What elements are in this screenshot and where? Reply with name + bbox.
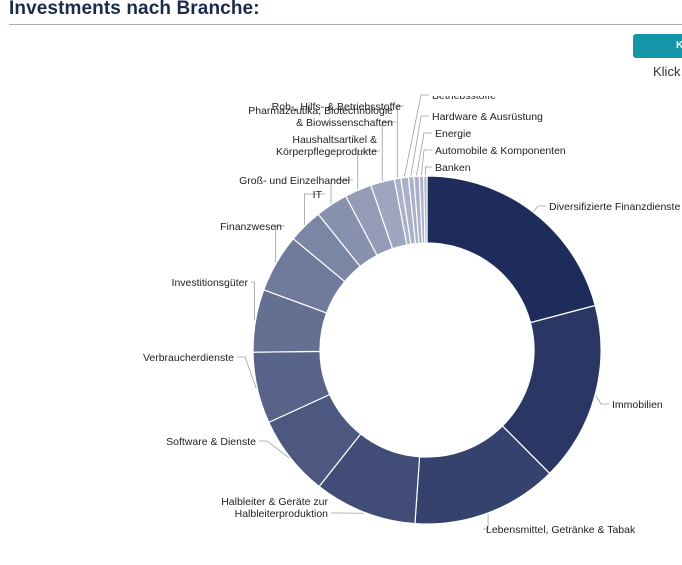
label-verbraucherdienste: Verbraucherdienste [143, 352, 234, 364]
leader-line-betriebsstoffe [404, 94, 429, 177]
leader-line-haushaltsartikel-korperpflegeprodukte [357, 150, 380, 190]
leader-line-diversifizierte-finanzdienste [533, 205, 546, 212]
label-software-dienste: Software & Dienste [166, 436, 256, 448]
leader-line-banken [424, 166, 432, 176]
leader-line-automobile-komponenten [421, 149, 432, 176]
label-investitionsguter: Investitionsgüter [172, 277, 249, 289]
label-roh-hilfs-betriebsstoffe: Roh-, Hilfs- & Betriebsstoffe [272, 101, 402, 113]
label-line: Automobile & Komponenten [435, 145, 566, 157]
label-line: Roh-, Hilfs- & Betriebsstoffe [272, 101, 402, 113]
leader-line-investitionsguter [251, 281, 255, 321]
leader-line-energie [416, 132, 432, 176]
label-pharmazeutika-biotechnologie-biowissenschaften: Pharmazeutika, Biotechnologie& Biowissen… [248, 105, 393, 129]
label-line: Investitionsgüter [172, 277, 249, 289]
label-it: IT [313, 189, 323, 201]
label-line: Haushaltsartikel & [292, 134, 377, 146]
label-line: Diversifizierte Finanzdienste [549, 201, 680, 213]
label-diversifizierte-finanzdienste: Diversifizierte Finanzdienste [549, 201, 680, 213]
slice-banken[interactable] [423, 175, 428, 244]
leader-line-it [304, 193, 325, 226]
label-line: Halbleiter & Geräte zur [221, 496, 328, 508]
label-line: Banken [435, 162, 471, 174]
label-line: Software & Dienste [166, 436, 256, 448]
label-hardware-ausrustung: Hardware & Ausrüstung [432, 111, 543, 123]
chart-action-button[interactable]: K [633, 34, 682, 58]
leader-line-hardware-ausrustung [410, 115, 429, 176]
leader-line-lebensmittel-getranke-tabak [483, 514, 489, 530]
leader-line-gross-und-einzelhandel [330, 179, 353, 204]
label-haushaltsartikel-korperpflegeprodukte: Haushaltsartikel &Körperpflegeprodukte [276, 134, 377, 158]
label-banken: Banken [435, 162, 471, 174]
click-hint: Klick [653, 64, 681, 79]
leader-line-verbraucherdienste [237, 356, 257, 389]
label-line: Groß- und Einzelhandel [239, 175, 350, 187]
label-immobilien: Immobilien [612, 399, 663, 411]
label-finanzwesen: Finanzwesen [220, 221, 282, 233]
label-line: Betriebsstoffe [432, 90, 496, 102]
slice-labels: Diversifizierte FinanzdiensteImmobilienL… [143, 90, 680, 536]
slice-diversifizierte-finanzdienste[interactable] [426, 175, 596, 324]
label-gross-und-einzelhandel: Groß- und Einzelhandel [239, 175, 350, 187]
label-line: Lebensmittel, Getränke & Tabak [486, 524, 636, 536]
label-energie: Energie [435, 128, 471, 140]
label-line: Hardware & Ausrüstung [432, 111, 543, 123]
label-betriebsstoffe: Betriebsstoffe [432, 90, 496, 102]
label-lebensmittel-getranke-tabak: Lebensmittel, Getränke & Tabak [486, 524, 636, 536]
page-title: Investments nach Branche: [9, 0, 260, 19]
label-line: Pharmazeutika, Biotechnologie [248, 105, 393, 117]
leader-line-immobilien [595, 395, 609, 405]
label-line: Energie [435, 128, 471, 140]
label-line: Halbleiterproduktion [235, 508, 329, 520]
label-line: Körperpflegeprodukte [276, 146, 377, 158]
leader-line-pharmazeutika-biotechnologie-biowissenschaften [381, 121, 396, 181]
leader-line-finanzwesen [275, 225, 285, 263]
label-line: Immobilien [612, 399, 663, 411]
donut-slices [252, 175, 602, 525]
label-line: & Biowissenschaften [296, 117, 393, 129]
title-divider [9, 24, 682, 25]
label-line: IT [313, 189, 323, 201]
leader-line-roh-hilfs-betriebsstoffe [396, 105, 404, 178]
label-line: Verbraucherdienste [143, 352, 234, 364]
label-line: Finanzwesen [220, 221, 282, 233]
leader-line-software-dienste [259, 440, 290, 459]
label-automobile-komponenten: Automobile & Komponenten [435, 145, 566, 157]
